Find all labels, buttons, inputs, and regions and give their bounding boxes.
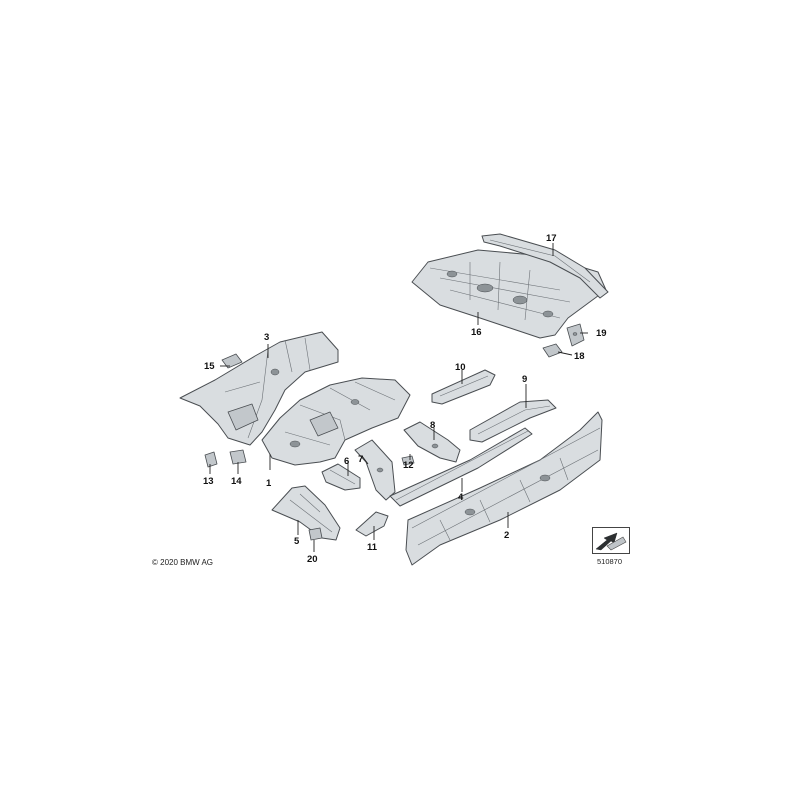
part-10-rail[interactable] <box>431 369 496 405</box>
part-8-bracket[interactable] <box>403 421 461 463</box>
part-11-bracket[interactable] <box>355 511 389 537</box>
callout-12: 12 <box>403 460 414 471</box>
part-19-bracket[interactable] <box>566 323 585 347</box>
callout-7: 7 <box>358 454 363 465</box>
part-7-bracket[interactable] <box>354 439 396 501</box>
callout-13: 13 <box>203 476 214 487</box>
copyright-notice: © 2020 BMW AG <box>152 558 214 567</box>
navigation-icon-box[interactable] <box>592 527 630 554</box>
part-3-front-floor-section[interactable] <box>179 331 339 446</box>
callout-9: 9 <box>522 374 527 385</box>
part-2-side-sill-panel[interactable] <box>405 411 603 566</box>
reference-code: 510870 <box>597 557 623 566</box>
callout-20: 20 <box>307 554 318 565</box>
callout-6: 6 <box>344 456 349 467</box>
part-14-bracket[interactable] <box>229 449 247 465</box>
part-12-bracket[interactable] <box>401 455 415 466</box>
callout-3: 3 <box>264 332 269 343</box>
part-15-bracket[interactable] <box>221 353 243 369</box>
callout-10: 10 <box>455 362 466 373</box>
leader-lines <box>209 243 588 552</box>
callout-17: 17 <box>546 233 557 244</box>
callout-labels: 1 2 3 4 5 6 7 8 9 10 11 12 13 14 15 16 1… <box>203 233 607 565</box>
callout-16: 16 <box>471 327 482 338</box>
callout-1: 1 <box>266 478 272 489</box>
callout-8: 8 <box>430 420 435 431</box>
callout-18: 18 <box>574 351 585 362</box>
part-6-cross-member[interactable] <box>321 463 361 491</box>
part-5-seat-cross-member[interactable] <box>271 485 341 541</box>
callout-2: 2 <box>504 530 509 541</box>
callout-15: 15 <box>204 361 215 372</box>
part-16-parcel-shelf[interactable] <box>411 249 607 339</box>
callout-11: 11 <box>367 542 378 553</box>
part-20-clip[interactable] <box>308 527 323 541</box>
callout-14: 14 <box>231 476 242 487</box>
callout-5: 5 <box>294 536 300 547</box>
part-9-rail[interactable] <box>469 399 557 443</box>
part-13-bracket[interactable] <box>204 451 218 468</box>
arrow-icon <box>595 532 627 551</box>
part-1-floor-pan[interactable] <box>261 377 411 466</box>
part-4-sill-member[interactable] <box>389 427 533 507</box>
callout-4: 4 <box>458 492 464 503</box>
part-17-upper-rail[interactable] <box>481 233 609 299</box>
callout-19: 19 <box>596 328 607 339</box>
part-18-bracket[interactable] <box>542 343 563 358</box>
